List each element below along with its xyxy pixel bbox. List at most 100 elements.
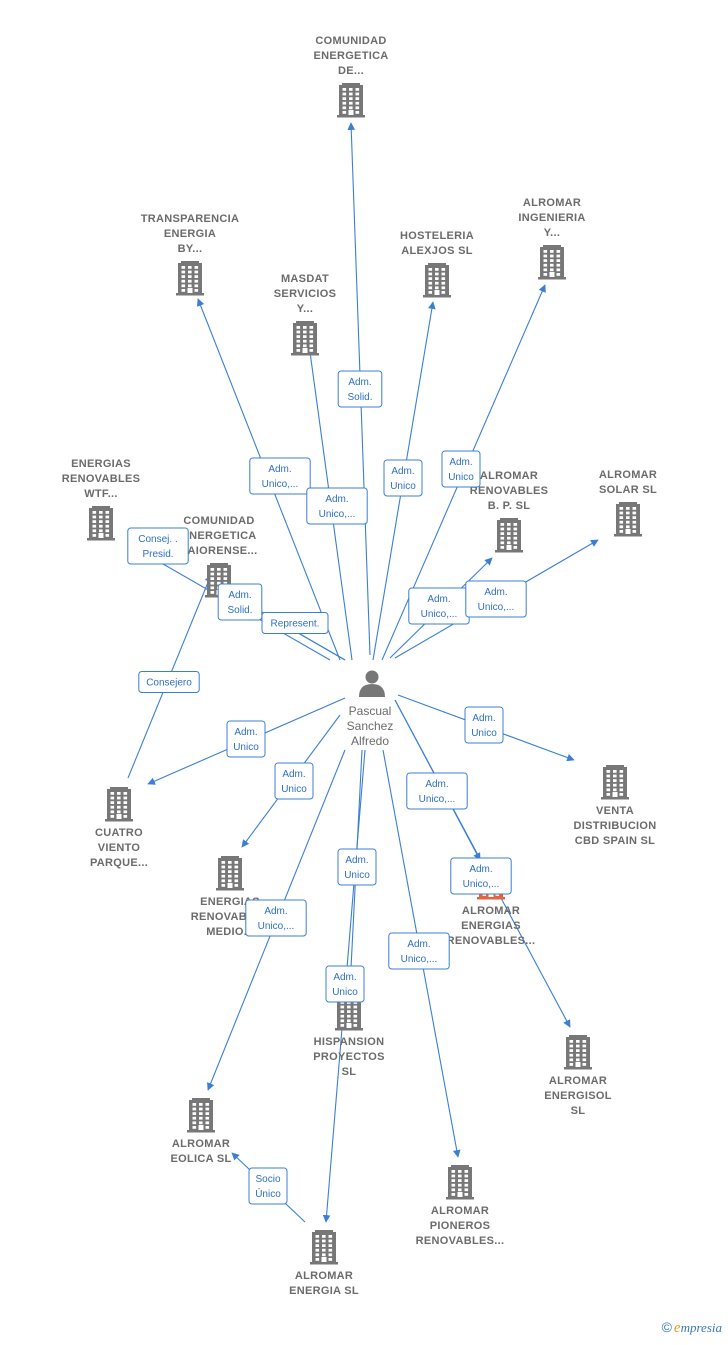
company-name-line: SERVICIOS — [274, 288, 336, 300]
company-node[interactable]: MASDATSERVICIOSY... — [274, 273, 336, 356]
company-name-line: ALROMAR — [599, 469, 657, 481]
company-node[interactable]: ALROMAR RENOVABLES B. P. SL — [470, 470, 549, 553]
edge-label-text: Presid. — [142, 549, 173, 560]
company-node[interactable]: ALROMAR SOLAR SL — [599, 469, 657, 537]
company-name-line: ENERGETICA — [313, 50, 388, 62]
company-name-line: PIONEROS — [430, 1220, 490, 1232]
edge-label[interactable]: Adm.Unico — [441, 450, 481, 488]
company-name-line: COMUNIDAD — [315, 35, 386, 47]
edge-label[interactable]: Adm.Solid. — [217, 583, 263, 621]
edge-label[interactable]: Adm. Unico — [383, 459, 423, 497]
edge-label-text: Unico,... — [421, 609, 458, 620]
edge-label-text: Adm. — [484, 587, 507, 598]
edge-label[interactable]: Adm.Unico,... — [249, 457, 311, 495]
edge-label[interactable]: Adm. Unico,... — [306, 487, 368, 525]
edge-label[interactable]: Consej. .Presid. — [127, 527, 189, 565]
edge-label-text: Unico — [344, 870, 370, 881]
edge-label[interactable]: Adm.Unico — [464, 706, 504, 744]
company-name-line: CUATRO — [95, 827, 143, 839]
company-name-line: ALROMAR — [480, 470, 538, 482]
company-node[interactable]: ALROMAR EOLICA SL — [171, 1098, 232, 1165]
empresia-brand[interactable]: ©empresia — [662, 1319, 722, 1337]
edge-label[interactable]: Consejero — [138, 671, 200, 693]
edge-label[interactable]: Adm.Solid. — [337, 370, 383, 408]
edge-label-text: Unico,... — [262, 479, 299, 490]
building-icon — [176, 261, 204, 296]
edge-label[interactable]: Adm.Unico,... — [408, 587, 470, 625]
company-name-line: ENERGETICA — [181, 530, 256, 542]
edge-label-text: Unico — [471, 728, 497, 739]
edge-label-text: Adm. — [391, 466, 414, 477]
edge-label[interactable]: Adm. Unico — [337, 848, 377, 886]
edge-label-text: Unico — [281, 784, 307, 795]
edge-label[interactable]: Adm.Unico,... — [388, 932, 450, 970]
edge-label-text: Adm. — [282, 769, 305, 780]
edge-label-text: Adm. — [333, 972, 356, 983]
edge-label[interactable]: Adm.Unico,... — [465, 580, 527, 618]
edge-label-box — [441, 450, 481, 488]
company-name-line: ENERGIA SL — [289, 1285, 359, 1297]
edge-label[interactable]: Adm.Unico — [226, 720, 266, 758]
edge-label-box — [325, 965, 365, 1003]
edge-label-text: Adm. — [348, 377, 371, 388]
edge-label-text: Unico — [390, 481, 416, 492]
building-icon — [446, 1165, 474, 1200]
company-node[interactable]: COMUNIDADENERGETICADE... — [313, 35, 388, 118]
edge-label-box — [138, 671, 200, 693]
edge-label-text: Unico,... — [463, 879, 500, 890]
edge-label-text: Adm. — [325, 494, 348, 505]
company-name-line: ENERGIAS — [461, 920, 521, 932]
company-name-line: B. P. SL — [488, 500, 531, 512]
company-name-line: RENOVABLES... — [447, 935, 536, 947]
edge-label-box — [464, 706, 504, 744]
company-name-line: MEDIO... — [206, 926, 254, 938]
building-icon — [337, 83, 365, 118]
company-name-line: ALROMAR — [172, 1138, 230, 1150]
edge-label[interactable]: Adm. Unico — [325, 965, 365, 1003]
company-node[interactable]: CUATROVIENTOPARQUE... — [90, 787, 148, 869]
company-name-line: ALROMAR — [431, 1205, 489, 1217]
company-node[interactable]: ALROMARPIONEROSRENOVABLES... — [416, 1165, 505, 1247]
edge-label-text: Adm. — [449, 457, 472, 468]
edge-label[interactable]: Represent. — [261, 612, 329, 634]
edge-label-text: Adm. — [345, 855, 368, 866]
company-name-line: LAIORENSE... — [181, 545, 258, 557]
edge-label-text: Unico,... — [401, 954, 438, 965]
company-name-line: SOLAR SL — [599, 484, 657, 496]
edge-label[interactable]: Adm.Unico,... — [406, 772, 468, 810]
edge-label[interactable]: Adm.Unico,... — [450, 857, 512, 895]
company-node[interactable]: ENERGIASRENOVABLESWTF... — [62, 458, 141, 541]
edge-label-box — [383, 459, 423, 497]
edge-label-box — [337, 370, 383, 408]
brand-logo-text: mpresia — [680, 1320, 722, 1335]
company-name-line: ALROMAR — [462, 905, 520, 917]
edge-label-box — [274, 762, 314, 800]
company-name-line: ALROMAR — [523, 197, 581, 209]
edge-label-text: Unico — [332, 987, 358, 998]
edge-label[interactable]: Adm. Unico — [274, 762, 314, 800]
company-name-line: RENOVABLES — [470, 485, 549, 497]
company-node[interactable]: ALROMARINGENIERIAY... — [518, 197, 585, 280]
edge-label-box — [450, 857, 512, 895]
edge-label-box — [226, 720, 266, 758]
edge-label-box — [249, 457, 311, 495]
company-node[interactable]: COMUNIDADENERGETICALAIORENSE... — [181, 515, 258, 598]
person-name-line: Alfredo — [351, 734, 389, 748]
edge-label-box — [306, 487, 368, 525]
company-name-line: Y... — [297, 303, 314, 315]
edge-label-text: Solid. — [227, 605, 252, 616]
edge-label-text: Unico,... — [319, 509, 356, 520]
company-name-line: EOLICA SL — [171, 1153, 232, 1165]
edge-label[interactable]: Adm.Unico,... — [245, 899, 307, 937]
company-name-line: SL — [342, 1066, 357, 1078]
company-name-line: PARQUE... — [90, 857, 148, 869]
company-node[interactable]: TRANSPARENCIAENERGIABY... — [141, 213, 239, 296]
